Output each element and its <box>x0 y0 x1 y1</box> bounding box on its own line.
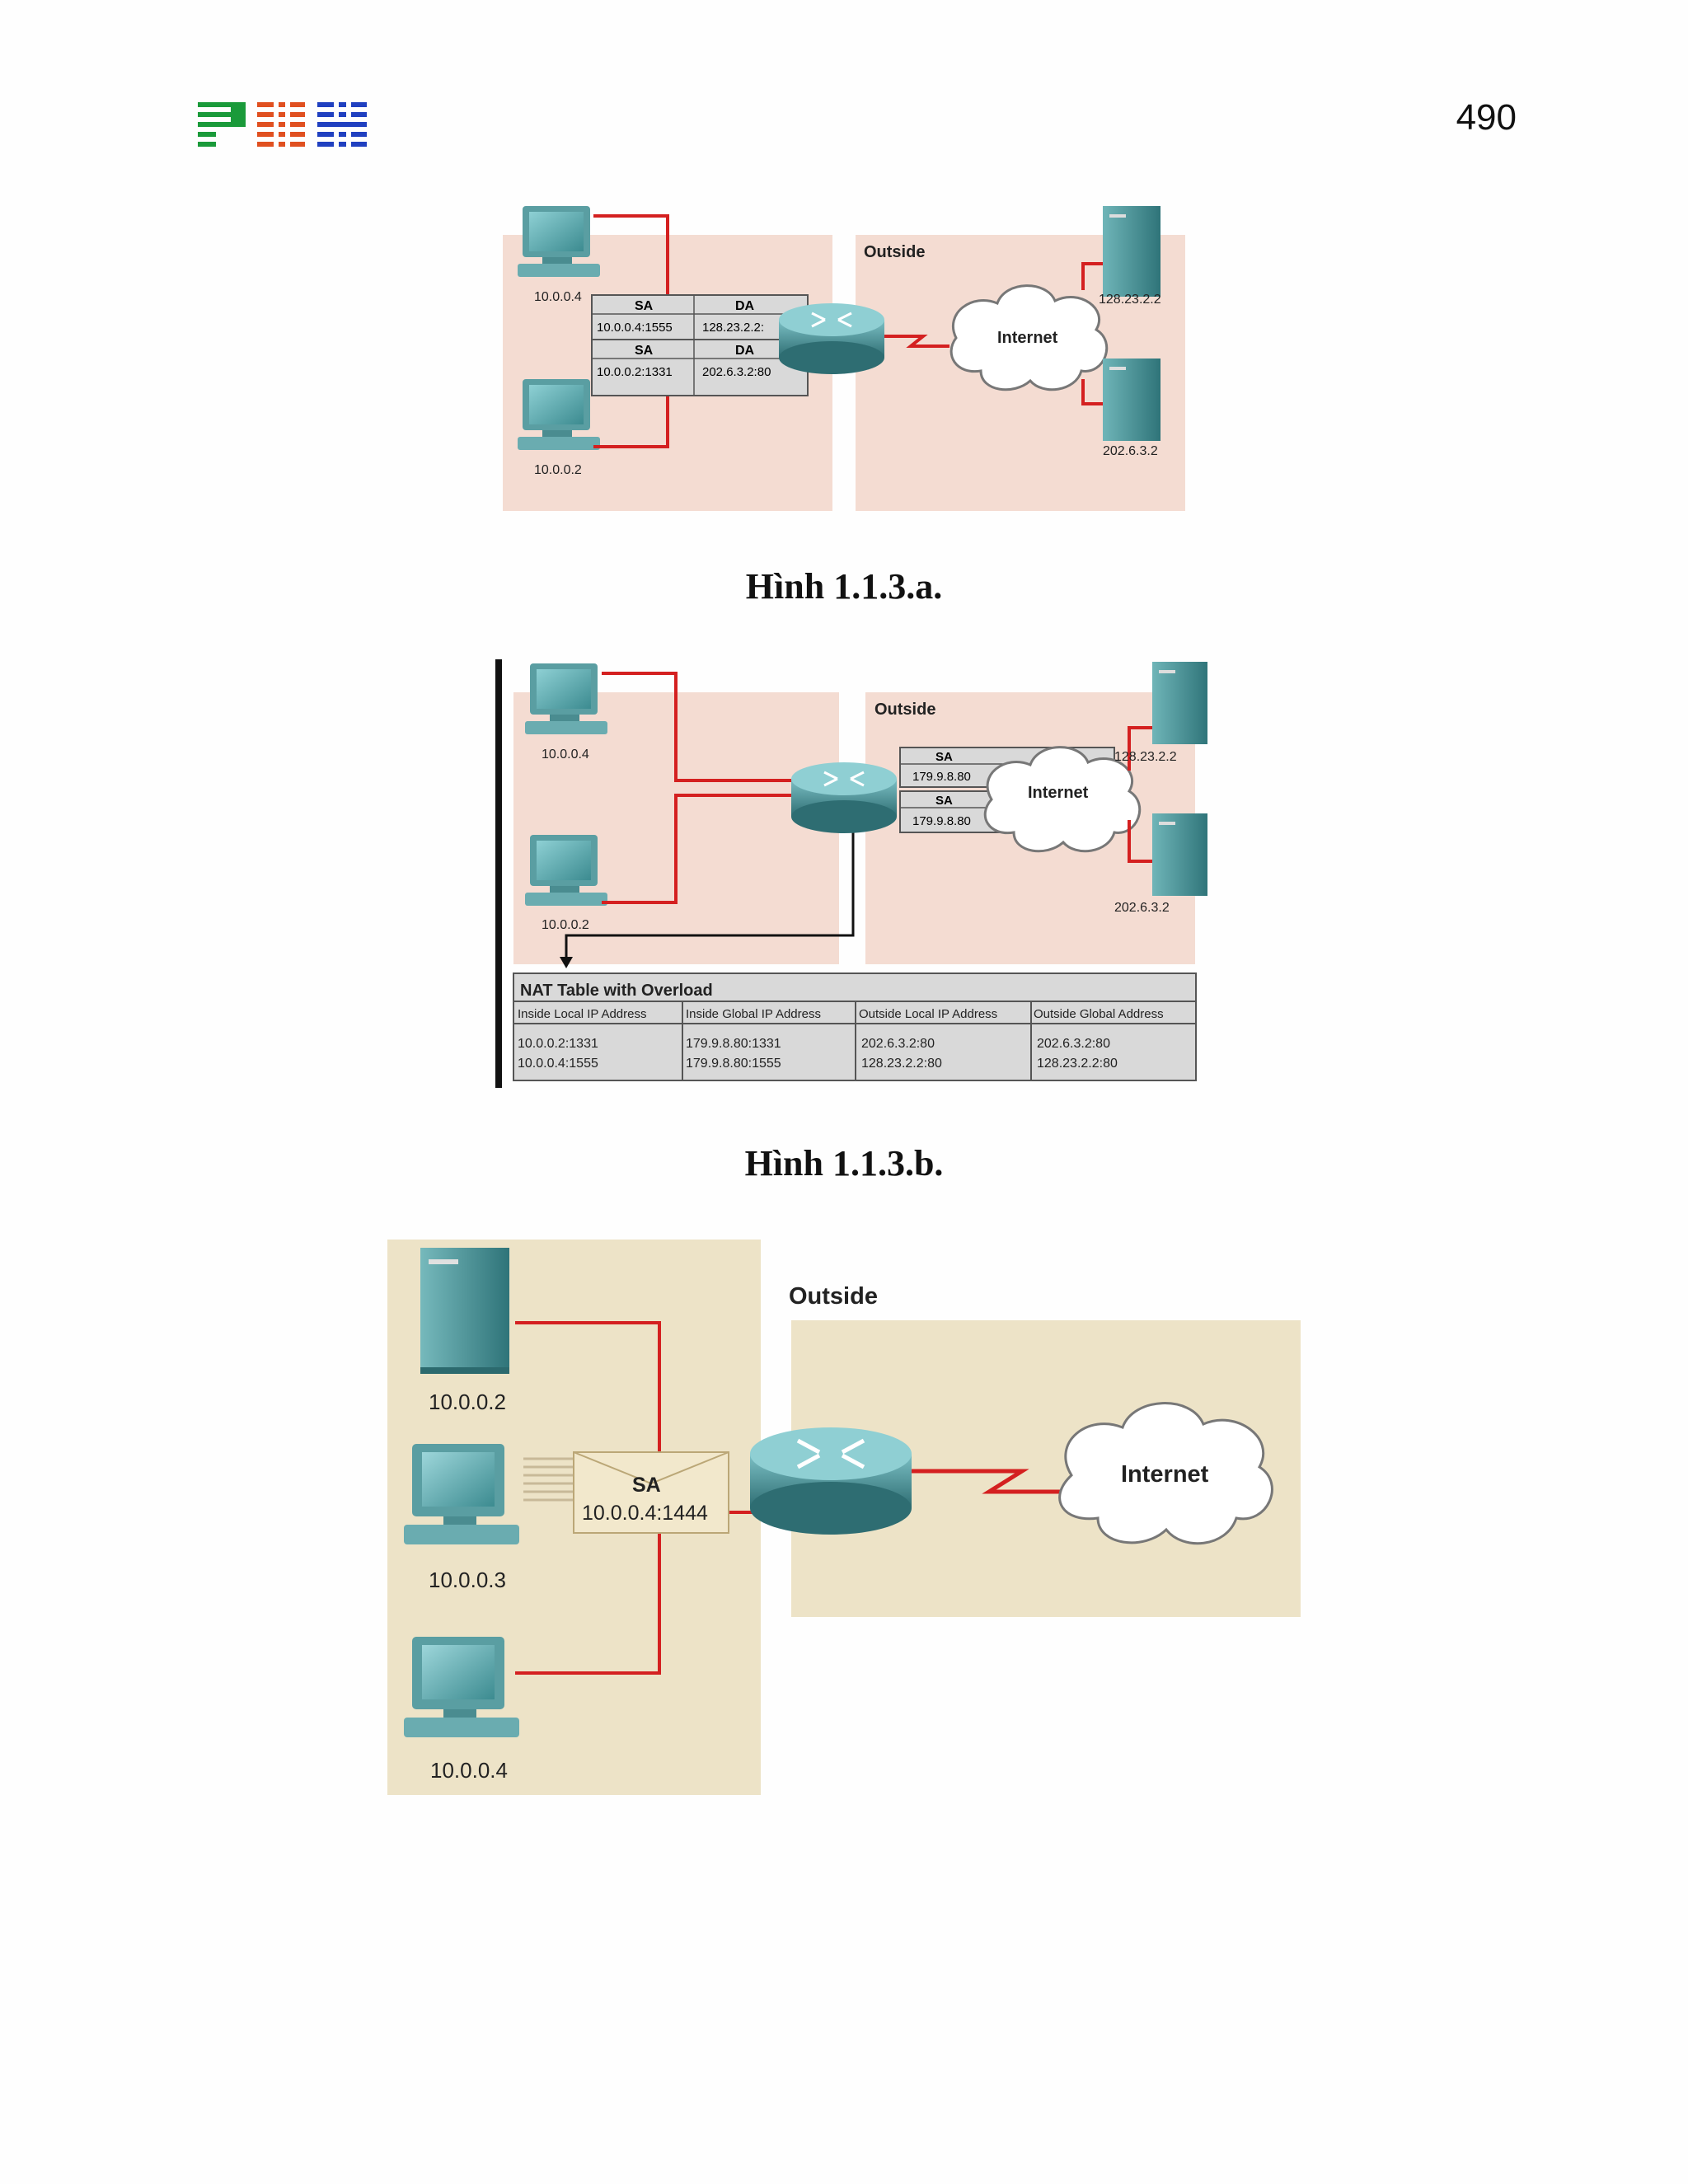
computer-icon <box>525 663 607 734</box>
figure-caption: Hình 1.1.3.a. <box>745 566 943 607</box>
figure-a-diagram: Outside 10.0.0.4 10.0.0.2 SA DA 10.0.0.4… <box>503 206 1185 511</box>
nat-table-cell: 202.6.3.2:80 <box>861 1037 935 1051</box>
host-label: 10.0.0.3 <box>429 1568 506 1592</box>
computer-icon <box>518 379 600 450</box>
packet-envelope: SA 10.0.0.4:1444 <box>573 1451 729 1534</box>
internet-cloud-icon: Internet <box>1058 1402 1273 1545</box>
host-label: 10.0.0.4 <box>542 748 589 762</box>
figure-caption: Hình 1.1.3.b. <box>744 1143 944 1183</box>
internet-cloud-icon: Internet <box>983 746 1142 853</box>
svg-text:202.6.3.2:80: 202.6.3.2:80 <box>702 365 771 379</box>
host-label: 10.0.0.2 <box>429 1390 506 1414</box>
outside-label: Outside <box>789 1283 878 1310</box>
computer-icon <box>404 1444 519 1544</box>
svg-text:DA: DA <box>735 344 755 358</box>
host-label: 10.0.0.4 <box>430 1758 508 1783</box>
internet-cloud-icon: Internet <box>950 284 1109 391</box>
host-label: 10.0.0.4 <box>534 290 582 304</box>
svg-text:DA: DA <box>735 299 755 313</box>
nat-table-header: Outside Local IP Address <box>859 1007 997 1021</box>
pnh-logo <box>198 102 367 147</box>
svg-text:Internet: Internet <box>997 329 1058 347</box>
svg-text:10.0.0.4:1555: 10.0.0.4:1555 <box>597 321 673 335</box>
outside-label: Outside <box>864 243 925 261</box>
nat-table-cell: 10.0.0.4:1555 <box>518 1057 598 1071</box>
nat-table-cell: 10.0.0.2:1331 <box>518 1037 598 1051</box>
svg-text:179.9.8.80: 179.9.8.80 <box>912 770 971 784</box>
nat-table-header: Inside Local IP Address <box>518 1007 647 1021</box>
svg-text:SA: SA <box>635 299 654 313</box>
router-icon <box>750 1427 912 1535</box>
svg-text:SA: SA <box>635 344 654 358</box>
computer-icon <box>404 1637 519 1737</box>
host-label: 10.0.0.2 <box>534 463 582 477</box>
svg-text:SA: SA <box>935 794 953 808</box>
computer-icon <box>525 835 607 906</box>
computer-icon <box>518 206 600 277</box>
svg-text:128.23.2.2:: 128.23.2.2: <box>702 321 764 335</box>
server-label: 202.6.3.2 <box>1114 901 1170 915</box>
server-label: 128.23.2.2 <box>1114 750 1177 764</box>
server-icon <box>1152 813 1207 896</box>
nat-table-cell: 128.23.2.2:80 <box>861 1057 942 1071</box>
server-label: 128.23.2.2 <box>1099 293 1161 307</box>
figure-c-diagram: Outside 10.0.0.2 10.0.0.3 10.0.0.4 SA 10… <box>387 1240 1301 1795</box>
svg-text:10.0.0.2:1331: 10.0.0.2:1331 <box>597 365 673 379</box>
router-icon <box>779 303 884 374</box>
nat-table-cell: 128.23.2.2:80 <box>1037 1057 1118 1071</box>
server-label: 202.6.3.2 <box>1103 444 1158 458</box>
svg-text:179.9.8.80: 179.9.8.80 <box>912 814 971 828</box>
svg-text:Internet: Internet <box>1121 1461 1209 1488</box>
nat-table-cell: 179.9.8.80:1331 <box>686 1037 781 1051</box>
packet-table: SA DA 10.0.0.4:1555 128.23.2.2: SA DA 10… <box>591 294 809 396</box>
outside-label: Outside <box>874 701 935 719</box>
svg-text:SA: SA <box>632 1474 661 1497</box>
nat-table-cell: 202.6.3.2:80 <box>1037 1037 1110 1051</box>
nat-table-header: Outside Global Address <box>1034 1007 1164 1021</box>
nat-table-header: Inside Global IP Address <box>686 1007 821 1021</box>
host-label: 10.0.0.2 <box>542 918 589 932</box>
nat-table: NAT Table with Overload Inside Local IP … <box>513 972 1197 1081</box>
nat-table-title: NAT Table with Overload <box>520 982 713 1000</box>
svg-text:Internet: Internet <box>1028 784 1089 802</box>
nat-table-cell: 179.9.8.80:1555 <box>686 1057 781 1071</box>
page-number: 490 <box>1456 97 1517 138</box>
figure-b-diagram: Outside 10.0.0.4 10.0.0.2 SA 179.9.8.80 … <box>495 659 1207 1088</box>
router-icon <box>791 762 897 833</box>
svg-text:SA: SA <box>935 750 953 764</box>
server-icon <box>1103 359 1160 441</box>
server-icon <box>1152 662 1207 744</box>
server-icon <box>1103 206 1160 297</box>
svg-text:10.0.0.4:1444: 10.0.0.4:1444 <box>582 1502 708 1525</box>
server-icon <box>420 1248 509 1374</box>
